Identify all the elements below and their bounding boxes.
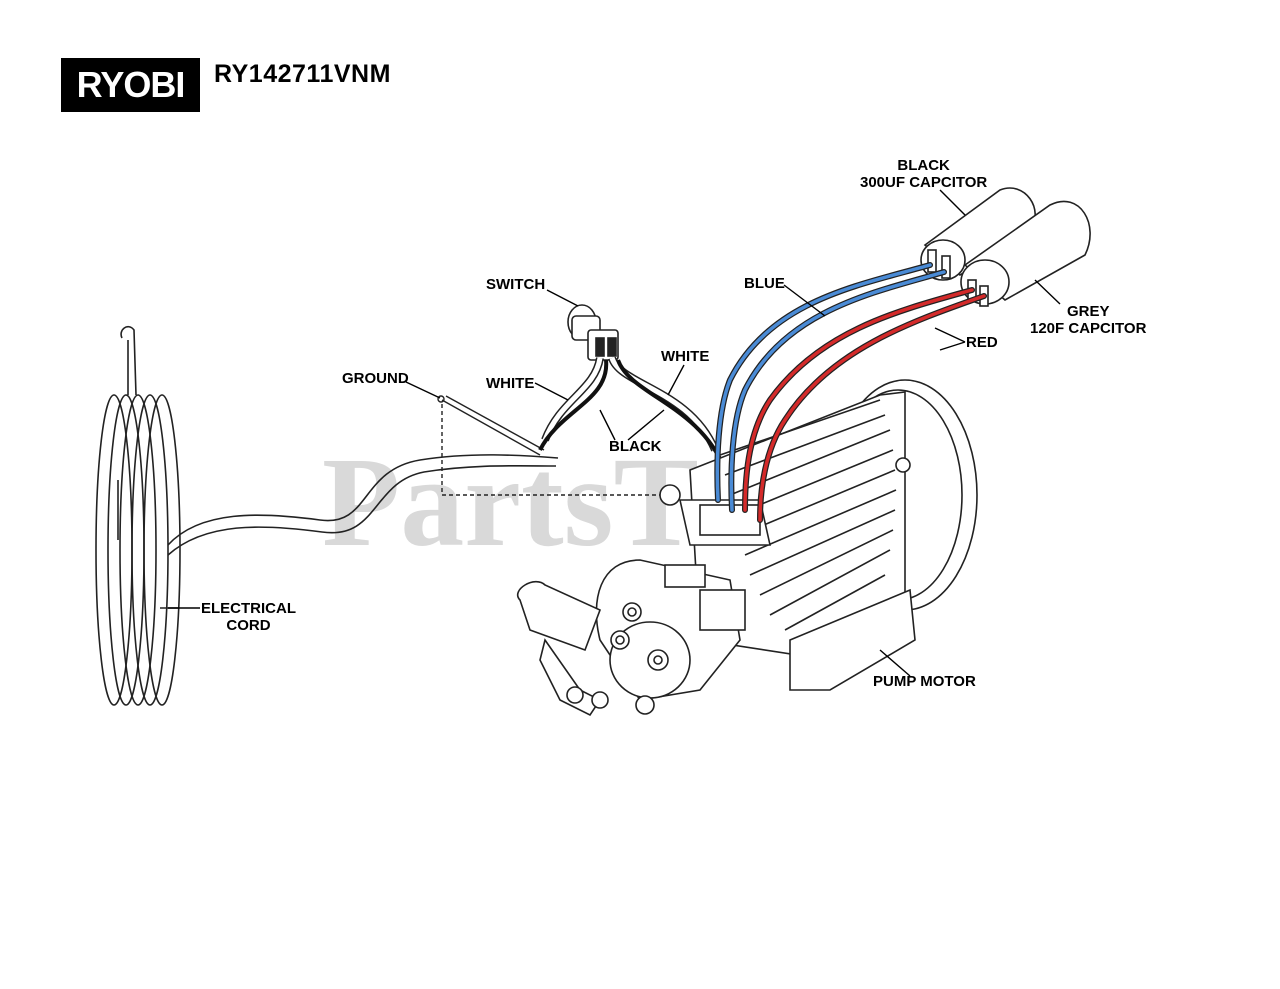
- label-blue-wire: BLUE: [744, 275, 785, 292]
- ground-wire: [437, 395, 680, 496]
- electrical-cord-coil: [95, 325, 181, 706]
- label-ground: GROUND: [342, 370, 409, 387]
- red-wires: [742, 287, 987, 523]
- label-electrical-cord: ELECTRICAL CORD: [201, 600, 296, 634]
- label-switch: SWITCH: [486, 276, 546, 293]
- label-black-capacitor: BLACK 300UF CAPCITOR: [860, 157, 987, 191]
- switch-assembly: [567, 304, 619, 361]
- label-white-right: WHITE: [661, 348, 710, 365]
- label-grey-capacitor-line1: GREY: [1066, 303, 1110, 320]
- label-black-capacitor-line1: BLACK: [897, 157, 950, 174]
- black-wires: [538, 359, 727, 471]
- label-grey-capacitor: GREY 120F CAPCITOR: [1030, 303, 1146, 337]
- label-white-left: WHITE: [486, 375, 535, 392]
- label-grey-capacitor-line2: 120F CAPCITOR: [1030, 320, 1147, 337]
- label-black-wire: BLACK: [609, 438, 662, 455]
- label-pump-motor: PUMP MOTOR: [873, 673, 976, 690]
- leader-lines: [168, 189, 1061, 677]
- label-electrical-cord-line2: CORD: [226, 617, 271, 634]
- label-black-capacitor-line2: 300UF CAPCITOR: [860, 174, 988, 191]
- ryobi-logo: RYOBI: [61, 58, 200, 112]
- label-red-wire: RED: [966, 334, 998, 351]
- label-electrical-cord-line1: ELECTRICAL: [201, 600, 296, 617]
- white-wires-fill: [542, 356, 718, 451]
- electrical-cord: [167, 454, 559, 556]
- pump-motor: [516, 379, 978, 717]
- blue-wires: [714, 262, 947, 513]
- model-number: RY142711VNM: [214, 60, 391, 88]
- logo-text: RYOBI: [76, 64, 186, 105]
